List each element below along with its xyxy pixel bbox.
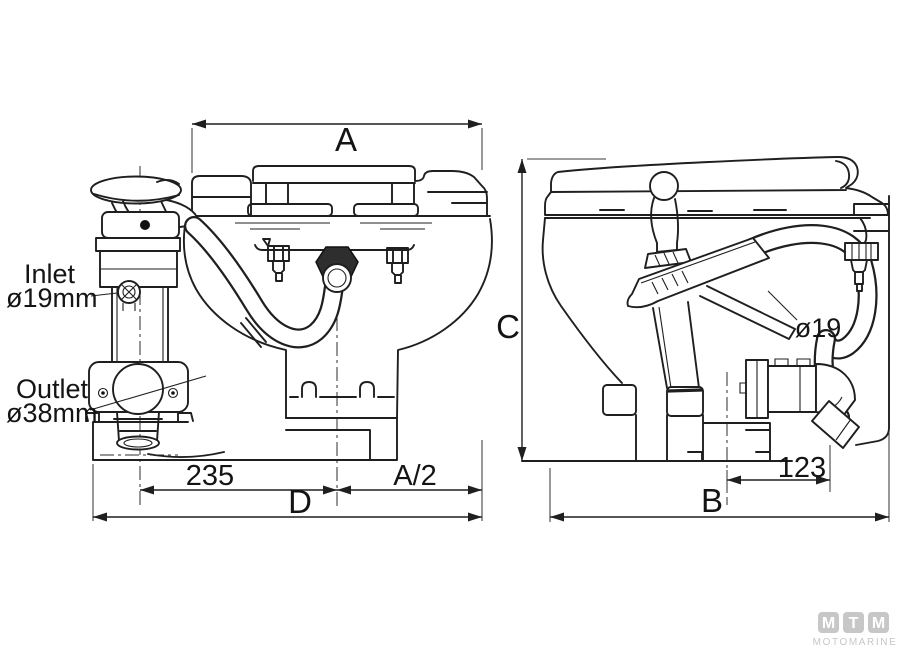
- brand-logo: M T M MOTOMARINE: [813, 612, 898, 648]
- inlet-fitting-tip: [854, 271, 864, 285]
- dim-label-235: 235: [186, 460, 234, 492]
- hex-collar-inner: [327, 268, 347, 288]
- flange-bolts: [97, 387, 179, 399]
- seat-shading-dashes: [235, 222, 432, 230]
- inlet-label-line2: ø19mm: [6, 283, 98, 313]
- inlet-label-line1: Inlet: [24, 259, 76, 289]
- dim-label-123: 123: [778, 452, 826, 484]
- base-side: [635, 414, 771, 462]
- flange-bolt-left: [97, 387, 109, 399]
- pump-plate-hatch: [640, 241, 756, 295]
- outlet-pipe-mouth-inner: [123, 438, 153, 448]
- toilet-side-linework: [521, 156, 890, 505]
- side-dimensions: C 123 B ø19: [496, 158, 890, 522]
- rear-panel: [853, 195, 890, 446]
- elbow-body-lines: [774, 358, 811, 412]
- inlet-fitting-cross: [120, 283, 138, 311]
- dim-label-C: C: [496, 308, 520, 345]
- flange-bolt-left-dot: [101, 391, 105, 395]
- front-dimensions: A 235 A/2 D Inlet ø19mm Outlet ø38mm: [6, 119, 483, 522]
- pump-foot-block: [666, 386, 704, 417]
- hose-clamp: [240, 317, 267, 348]
- inlet-fitting-tip2: [856, 283, 863, 292]
- hose-diameter-leader: [767, 290, 798, 321]
- inlet-fitting-ribs: [851, 243, 872, 260]
- dim-label-D: D: [288, 483, 312, 520]
- logo-square-2: [843, 612, 864, 633]
- side-extension-lines: [527, 158, 890, 522]
- inlet-leader-line: [90, 292, 118, 297]
- pump-cylinder-side-inner: [658, 306, 672, 389]
- elbow-body: [767, 365, 817, 413]
- seat-lid-front: [191, 165, 488, 216]
- pump-cylinder: [111, 286, 169, 364]
- base-front: [92, 417, 398, 461]
- pump-knob: [649, 171, 679, 201]
- pump-cylinder-side: [652, 301, 700, 389]
- logo-letter-t: T: [849, 615, 859, 632]
- elbow-spout-cap: [835, 418, 852, 441]
- base-tabs: [85, 412, 194, 422]
- bowl-front-outline: [182, 215, 493, 419]
- outlet-leader-line: [89, 375, 207, 411]
- inlet-fitting-side: [844, 242, 879, 292]
- toilet-front-linework: [85, 165, 493, 506]
- inlet-fitting-stem: [850, 259, 868, 273]
- pump-handle-disc: [90, 175, 182, 205]
- logo-letter-m2: M: [872, 615, 885, 632]
- dim-label-A: A: [335, 121, 357, 158]
- outlet-elbow-assembly: [739, 358, 860, 449]
- outlet-pipe-mouth: [116, 435, 160, 451]
- logo-square-1: [818, 612, 839, 633]
- logo-wordmark: MOTOMARINE: [813, 637, 898, 648]
- inlet-fitting: [117, 280, 141, 311]
- bowl-side-outline: [541, 217, 868, 384]
- inlet-fitting-cap: [844, 242, 879, 261]
- dim-label-A2: A/2: [393, 460, 437, 492]
- elbow-bracket-line: [739, 360, 758, 418]
- t-bolts-front: [262, 238, 409, 284]
- outlet-label-line2: ø38mm: [6, 398, 98, 428]
- hose-front-core: [186, 218, 342, 347]
- outlet-ball: [112, 363, 164, 415]
- outlet-pipe: [113, 411, 163, 442]
- pump-shaft: [650, 197, 679, 253]
- side-view: C 123 B ø19: [496, 156, 890, 522]
- dim-label-B: B: [701, 482, 723, 519]
- flange-bolt-right-dot: [171, 391, 175, 395]
- hose-diameter-label: ø19: [795, 313, 842, 343]
- logo-letter-m1: M: [822, 615, 835, 632]
- pump-body: [95, 237, 181, 288]
- logo-square-3: [868, 612, 889, 633]
- front-extension-lines: [92, 128, 483, 521]
- outlet-label-line1: Outlet: [16, 374, 89, 404]
- hex-collar: [322, 263, 352, 293]
- flange-bolt-right: [167, 387, 179, 399]
- seat-hinge-pads: [247, 203, 419, 217]
- pump-foot-top: [667, 388, 703, 393]
- lid-side: [544, 156, 889, 219]
- pump-pivot: [140, 220, 150, 230]
- pump-plate: [626, 237, 770, 309]
- pump-linkage: [699, 285, 796, 340]
- inlet-fitting-inner: [122, 285, 136, 299]
- front-view: A 235 A/2 D Inlet ø19mm Outlet ø38mm: [6, 119, 493, 522]
- elbow-spout: [811, 400, 860, 449]
- hose-side-core: [744, 226, 876, 358]
- bowl-foot-block: [602, 384, 637, 416]
- pump-cylinder-inner: [116, 287, 164, 363]
- collar-hatch: [654, 251, 679, 267]
